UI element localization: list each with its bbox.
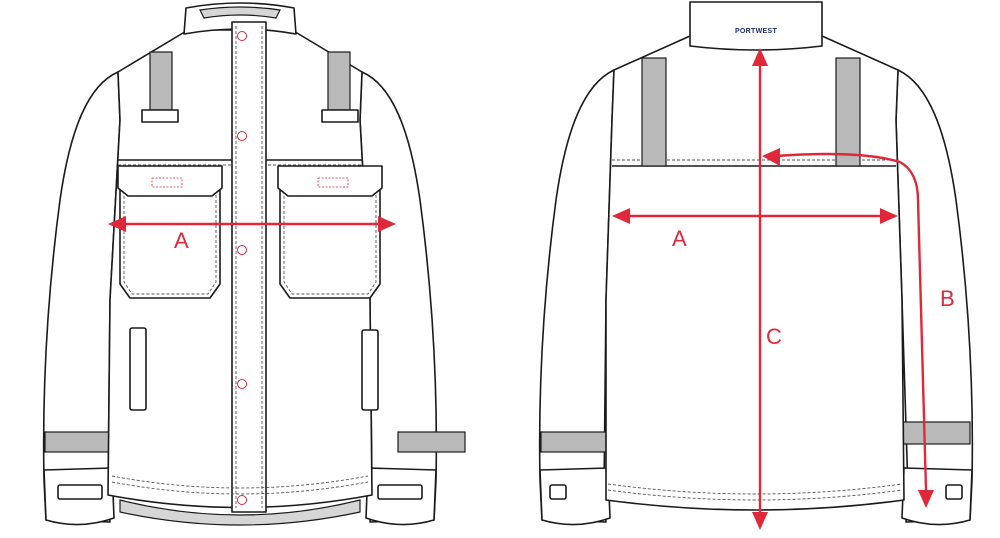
arrowhead xyxy=(880,208,898,224)
front-left-cuff-tab xyxy=(57,484,103,500)
front-hem-underside xyxy=(119,499,361,526)
back-right-sleeve-reflective-band xyxy=(899,421,971,445)
back-left-reflective-stripe xyxy=(641,57,667,167)
front-left-shoulder-tab xyxy=(141,109,179,123)
back-body-length-label: C xyxy=(766,324,782,349)
front-left-hand-pocket xyxy=(129,327,147,411)
front-left-shoulder-reflective-stripe xyxy=(149,51,173,111)
front-right-hand-pocket xyxy=(361,329,379,411)
back-hem-stitch xyxy=(607,483,903,495)
snap-button xyxy=(237,495,247,505)
back-left-sleeve-reflective-band xyxy=(540,431,609,453)
back-collar xyxy=(689,1,823,51)
arrowhead xyxy=(918,490,934,508)
front-right-shoulder-tab xyxy=(321,109,359,123)
snap-button xyxy=(237,31,247,41)
front-left-pocket-label-area xyxy=(151,177,183,188)
front-right-cuff-tab xyxy=(377,484,423,500)
back-view: PORTWEST A C B xyxy=(538,1,974,530)
arrowhead xyxy=(752,512,768,530)
snap-button xyxy=(237,245,247,255)
back-left-cuff xyxy=(539,467,611,526)
front-collar-inner xyxy=(199,6,281,19)
arrowhead xyxy=(378,216,396,232)
arrowhead xyxy=(108,216,126,232)
back-right-sleeve xyxy=(895,69,974,523)
back-chest-width-label: A xyxy=(672,226,687,251)
front-right-sleeve-reflective-band xyxy=(397,431,466,453)
front-view: A xyxy=(42,2,466,526)
arrowhead xyxy=(752,48,768,66)
front-left-pocket-flap xyxy=(117,165,223,197)
front-left-sleeve-reflective-band xyxy=(44,431,113,453)
back-right-reflective-stripe xyxy=(835,57,861,167)
back-right-cuff-tab xyxy=(945,484,963,500)
snap-button xyxy=(237,131,247,141)
front-placket xyxy=(231,21,267,513)
front-right-pocket-label-area xyxy=(317,177,349,188)
back-left-cuff-tab xyxy=(549,484,567,500)
back-right-cuff xyxy=(901,467,973,526)
front-chest-width-label: A xyxy=(174,228,189,253)
arrowhead xyxy=(762,148,780,166)
front-right-pocket-flap xyxy=(277,165,383,197)
brand-logo: PORTWEST xyxy=(735,28,777,35)
back-sleeve-length-label: B xyxy=(940,286,955,311)
back-left-sleeve xyxy=(538,69,615,523)
snap-button xyxy=(237,379,247,389)
back-sleeve-length-arrow xyxy=(774,152,928,492)
front-right-shoulder-reflective-stripe xyxy=(327,51,351,111)
arrowhead xyxy=(612,208,630,224)
